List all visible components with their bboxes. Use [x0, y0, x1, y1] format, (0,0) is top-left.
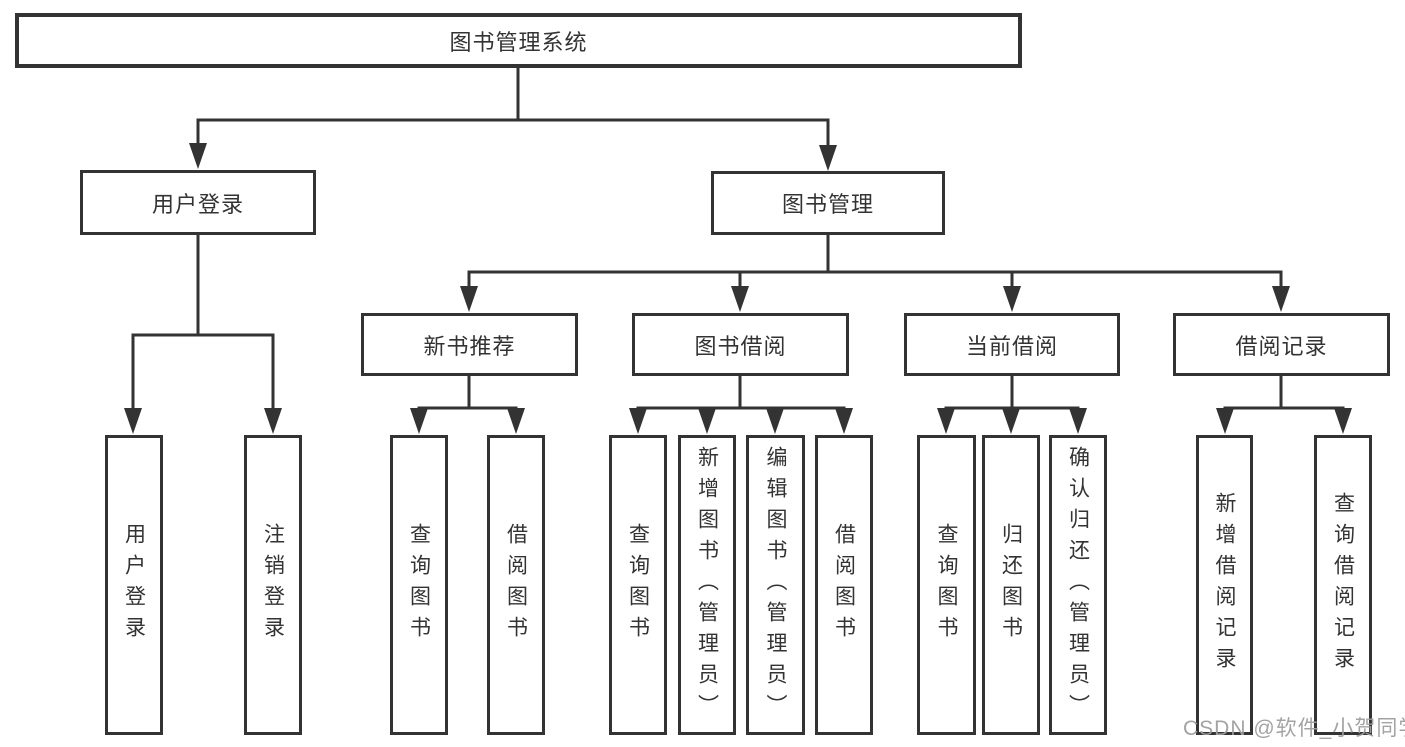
node-label: 查询借阅记录	[1331, 492, 1355, 678]
node-book-management: 图书管理	[711, 171, 945, 235]
arrowhead-icon	[1069, 408, 1087, 434]
node-book-borrowing: 图书借阅	[632, 313, 849, 376]
node-label: 新增图书（管理员）	[695, 445, 719, 725]
node-leaf-query-borrow-record: 查询借阅记录	[1314, 435, 1372, 735]
arrowhead-icon	[264, 408, 282, 434]
connector-new-books-branch	[410, 374, 525, 434]
arrowhead-icon	[698, 408, 716, 434]
node-leaf-query-books-2: 查询图书	[609, 435, 667, 735]
node-user-login-group: 用户登录	[80, 170, 316, 235]
arrowhead-icon	[1216, 408, 1234, 434]
connector-book-mgmt-to-level3	[460, 232, 1290, 312]
arrowhead-icon	[835, 408, 853, 434]
node-label: 新增借阅记录	[1213, 492, 1236, 678]
node-leaf-query-books-3: 查询图书	[917, 435, 976, 735]
arrowhead-icon	[189, 143, 207, 169]
node-label: 查询图书	[935, 523, 958, 647]
node-label: 编辑图书（管理员）	[764, 445, 787, 725]
node-leaf-add-books-admin: 新增图书（管理员）	[678, 435, 736, 735]
node-label: 借阅图书	[504, 523, 528, 647]
node-label: 注销登录	[261, 523, 285, 647]
watermark-text: CSDN @软件_小贺同学	[1183, 717, 1405, 740]
arrowhead-icon	[629, 408, 647, 434]
node-label: 用户登录	[151, 191, 244, 217]
node-leaf-query-books-1: 查询图书	[390, 435, 448, 735]
arrowhead-icon	[507, 408, 525, 434]
node-current-borrowing: 当前借阅	[904, 313, 1120, 376]
node-label: 借阅图书	[832, 523, 856, 647]
node-label: 图书管理系统	[449, 29, 588, 55]
node-label: 查询图书	[407, 523, 431, 647]
arrowhead-icon	[1272, 286, 1290, 312]
node-label: 借阅记录	[1235, 333, 1328, 359]
node-label: 用户登录	[122, 523, 146, 647]
arrowhead-icon	[460, 286, 478, 312]
node-leaf-logout: 注销登录	[244, 435, 302, 735]
node-label: 当前借阅	[965, 333, 1058, 359]
node-leaf-user-login: 用户登录	[105, 435, 163, 735]
connector-current-borrow-branch	[937, 374, 1087, 434]
node-label: 图书借阅	[694, 333, 787, 359]
node-leaf-borrow-books-2: 借阅图书	[815, 435, 873, 735]
node-label: 查询图书	[626, 523, 650, 647]
arrowhead-icon	[1003, 286, 1021, 312]
node-new-book-recommend: 新书推荐	[361, 313, 578, 376]
arrowhead-icon	[410, 408, 428, 434]
arrowhead-icon	[937, 408, 955, 434]
node-leaf-add-borrow-record: 新增借阅记录	[1196, 435, 1253, 735]
node-leaf-confirm-return-admin: 确认归还（管理员）	[1049, 435, 1107, 735]
node-label: 图书管理	[781, 192, 874, 217]
connector-book-borrow-branch	[629, 374, 853, 434]
arrowhead-icon	[1334, 408, 1352, 434]
arrowhead-icon	[124, 408, 142, 434]
arrowhead-icon	[731, 286, 749, 312]
connector-user-login-branch	[124, 233, 282, 434]
node-leaf-edit-books-admin: 编辑图书（管理员）	[746, 435, 805, 735]
node-label: 归还图书	[999, 523, 1023, 647]
node-label: 新书推荐	[423, 333, 516, 359]
connector-borrow-records-branch	[1216, 374, 1352, 434]
arrowhead-icon	[819, 145, 837, 171]
connector-root-to-level2	[189, 66, 837, 171]
node-leaf-return-books: 归还图书	[982, 435, 1040, 735]
node-leaf-borrow-books-1: 借阅图书	[487, 435, 545, 735]
node-borrow-records: 借阅记录	[1173, 313, 1390, 376]
node-label: 确认归还（管理员）	[1066, 445, 1090, 725]
arrowhead-icon	[766, 408, 784, 434]
arrowhead-icon	[1002, 408, 1020, 434]
node-root: 图书管理系统	[15, 13, 1022, 68]
